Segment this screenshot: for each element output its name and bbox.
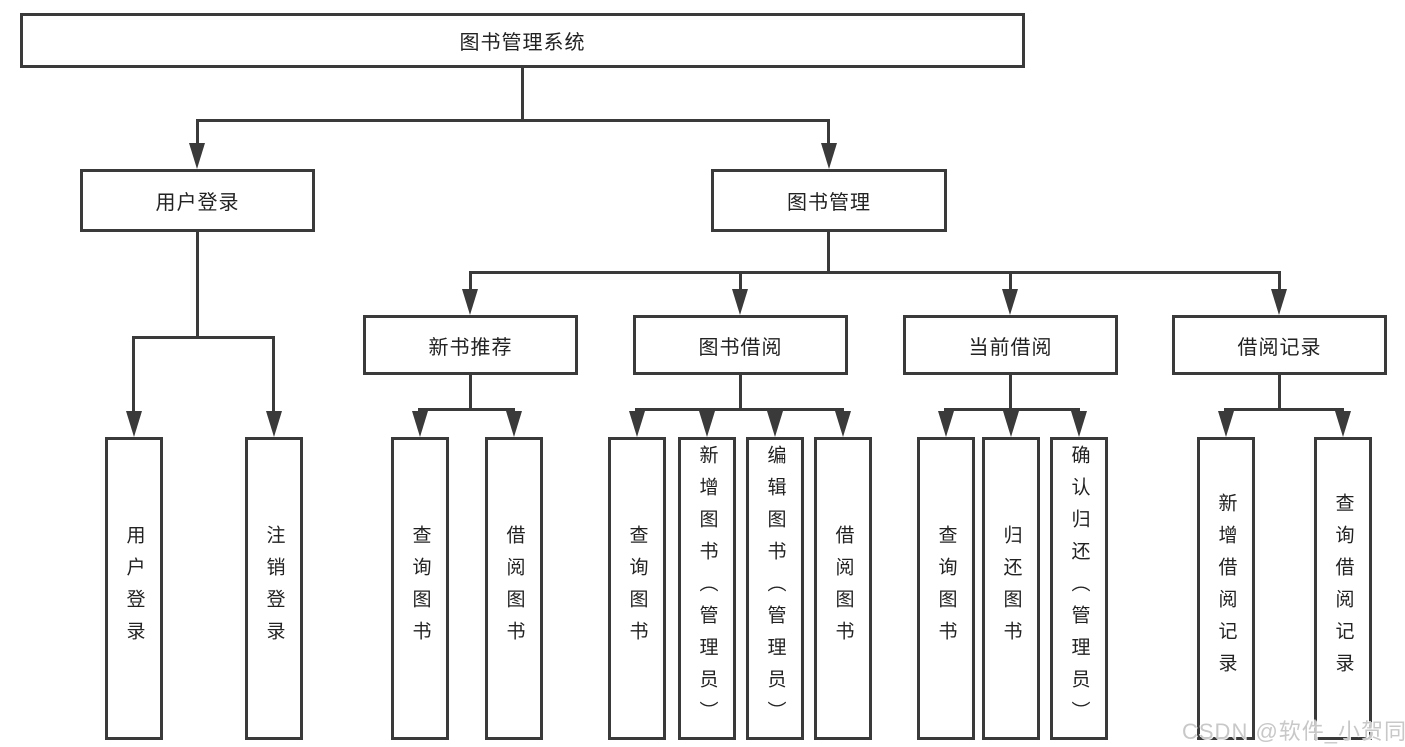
- leaf-query-book-2: 查询图书: [608, 437, 666, 740]
- node-borrow-record: 借阅记录: [1172, 315, 1387, 375]
- node-root-label: 图书管理系统: [459, 32, 586, 54]
- node-root: 图书管理系统: [20, 13, 1025, 68]
- leaf-borrow-book-1: 借阅图书: [485, 437, 543, 740]
- edge-new-book-recommend-stem: [469, 375, 472, 410]
- leaf-add-borrow-record: 新增借阅记录: [1197, 437, 1255, 740]
- arrowhead-leaf-return-book: [1003, 411, 1019, 437]
- watermark: CSDN @软件_小贺同学: [1182, 719, 1405, 744]
- edge-to-leaf-logout: [272, 336, 275, 413]
- node-new-book-recommend: 新书推荐: [363, 315, 578, 375]
- edge-book-borrow-stem: [739, 375, 742, 410]
- leaf-edit-book-admin: 编辑图书（管理员）: [746, 437, 804, 740]
- edge-to-current-borrow: [1009, 271, 1012, 291]
- arrowhead-leaf-borrow-book-1: [506, 411, 522, 437]
- leaf-query-book-3: 查询图书: [917, 437, 975, 740]
- arrowhead-leaf-query-book-2: [629, 411, 645, 437]
- edge-root-to-book-management: [827, 119, 830, 147]
- leaf-query-book-1: 查询图书: [391, 437, 449, 740]
- edge-book-management-rail: [469, 271, 1281, 274]
- node-user-login-group-label: 用户登录: [155, 192, 240, 214]
- leaf-user-login: 用户登录: [105, 437, 163, 740]
- leaf-add-book-admin: 新增图书（管理员）: [678, 437, 736, 740]
- leaf-query-borrow-record: 查询借阅记录: [1314, 437, 1372, 740]
- leaf-borrow-book-1-label: 借阅图书: [503, 524, 525, 653]
- arrowhead-leaf-user-login: [126, 411, 142, 437]
- arrowhead-leaf-add-record: [1218, 411, 1234, 437]
- arrowhead-leaf-add-book: [699, 411, 715, 437]
- edge-user-login-stem: [196, 232, 199, 336]
- edge-current-borrow-rail: [944, 408, 1080, 411]
- arrowhead-leaf-query-record: [1335, 411, 1351, 437]
- arrowhead-book-borrow: [732, 289, 748, 315]
- leaf-confirm-return-admin: 确认归还（管理员）: [1050, 437, 1108, 740]
- leaf-borrow-book-2-label: 借阅图书: [832, 524, 854, 653]
- leaf-user-login-label: 用户登录: [123, 524, 145, 653]
- leaf-borrow-book-2: 借阅图书: [814, 437, 872, 740]
- edge-book-borrow-rail: [635, 408, 844, 411]
- node-user-login-group: 用户登录: [80, 169, 315, 232]
- edge-to-leaf-user-login: [132, 336, 135, 413]
- arrowhead-leaf-confirm-return: [1071, 411, 1087, 437]
- leaf-edit-book-admin-label: 编辑图书（管理员）: [764, 444, 786, 733]
- arrowhead-leaf-query-book-3: [938, 411, 954, 437]
- arrowhead-current-borrow: [1002, 289, 1018, 315]
- arrowhead-leaf-borrow-book-2: [835, 411, 851, 437]
- node-book-borrow: 图书借阅: [633, 315, 848, 375]
- arrowhead-borrow-record: [1271, 289, 1287, 315]
- edge-borrow-record-rail: [1224, 408, 1344, 411]
- arrowhead-book-management: [821, 143, 837, 169]
- leaf-logout: 注销登录: [245, 437, 303, 740]
- arrowhead-leaf-logout: [266, 411, 282, 437]
- edge-new-book-recommend-rail: [418, 408, 515, 411]
- leaf-return-book-label: 归还图书: [1000, 524, 1022, 653]
- node-current-borrow: 当前借阅: [903, 315, 1118, 375]
- leaf-query-borrow-record-label: 查询借阅记录: [1332, 492, 1354, 685]
- leaf-query-book-2-label: 查询图书: [626, 524, 648, 653]
- edge-to-new-book-recommend: [469, 271, 472, 291]
- edge-to-borrow-record: [1278, 271, 1281, 291]
- node-book-management-label: 图书管理: [787, 192, 871, 214]
- edge-root-rail: [196, 119, 830, 122]
- leaf-query-book-1-label: 查询图书: [409, 524, 431, 653]
- leaf-query-book-3-label: 查询图书: [935, 524, 957, 653]
- leaf-add-book-admin-label: 新增图书（管理员）: [696, 444, 718, 733]
- leaf-return-book: 归还图书: [982, 437, 1040, 740]
- edge-user-login-rail: [132, 336, 275, 339]
- node-borrow-record-label: 借阅记录: [1237, 336, 1322, 359]
- node-book-management: 图书管理: [711, 169, 947, 232]
- arrowhead-new-book-recommend: [462, 289, 478, 315]
- leaf-logout-label: 注销登录: [263, 524, 285, 653]
- edge-root-stem: [521, 68, 524, 121]
- edge-root-to-user-login: [196, 119, 199, 147]
- arrowhead-leaf-edit-book: [767, 411, 783, 437]
- node-book-borrow-label: 图书借阅: [698, 336, 783, 359]
- edge-current-borrow-stem: [1009, 375, 1012, 410]
- edge-borrow-record-stem: [1278, 375, 1281, 410]
- arrowhead-leaf-query-book-1: [412, 411, 428, 437]
- edge-book-management-stem: [827, 232, 830, 273]
- node-new-book-recommend-label: 新书推荐: [428, 336, 513, 359]
- leaf-add-borrow-record-label: 新增借阅记录: [1215, 492, 1237, 685]
- node-current-borrow-label: 当前借阅: [968, 336, 1053, 359]
- arrowhead-user-login: [189, 143, 205, 169]
- leaf-confirm-return-admin-label: 确认归还（管理员）: [1068, 444, 1090, 733]
- edge-to-book-borrow: [739, 271, 742, 291]
